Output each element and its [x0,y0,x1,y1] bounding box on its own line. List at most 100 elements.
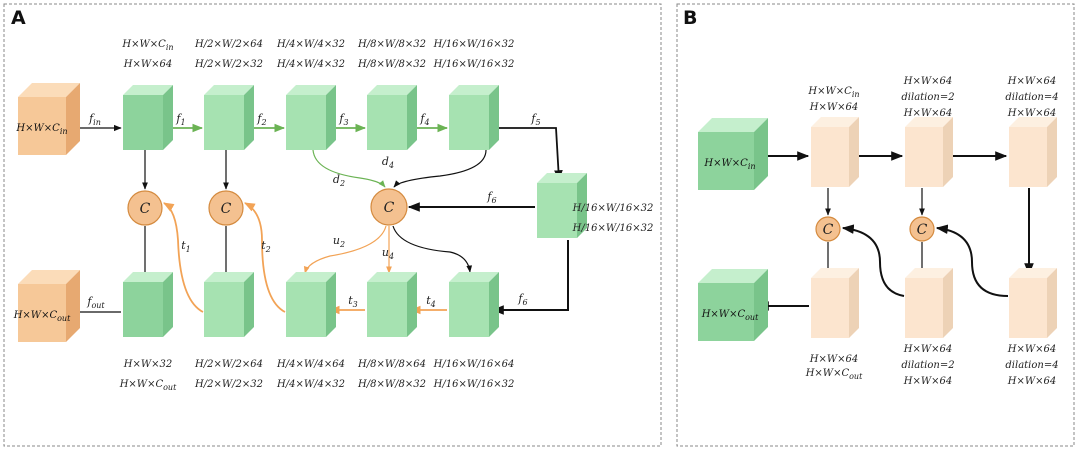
arrow-u2 [303,225,387,274]
arrow-t2 [244,202,286,313]
panel-b-title: B [683,7,697,29]
b-output-cube-label: H×W×Cout [701,309,759,322]
output-cube-label: H×W×Cout [13,310,71,323]
encoder-label-2-a: H/2×W/2×64 [194,39,263,50]
b-top-label-2-b: dilation=2 [901,92,954,103]
b-top-label-3-a: H×W×64 [1007,76,1056,87]
arrow-f5 [491,127,563,182]
b-top-block-3 [1009,117,1057,187]
concat-symbol: C [221,201,232,217]
arrow-concat3-dec5 [392,225,473,273]
b-top-label-2-a: H×W×64 [903,76,952,87]
label-u4: u4 [382,246,394,261]
b-top-block-1 [811,117,859,187]
bottleneck-block [537,173,587,238]
b-top-block-2 [905,117,953,187]
b-top-label-3-b: dilation=4 [1005,92,1058,103]
label-u2: u2 [333,234,345,249]
encoder-block-5 [449,85,499,150]
decoder-label-5-a: H/16×W/16×64 [433,359,515,370]
b-bottom-block-2 [905,268,953,338]
b-concat-circle-1: C [815,216,841,242]
concat-symbol: C [384,200,395,216]
arrow-d4 [393,149,487,188]
encoder-label-5-a: H/16×W/16×32 [433,39,515,50]
b-bottom-label-1-b: H×W×Cout [805,368,863,381]
encoder-label-2-b: H/2×W/2×32 [194,59,263,70]
encoder-block-2 [204,85,254,150]
label-t2: t2 [261,239,271,254]
b-bottom-label-2-b: dilation=2 [901,360,954,371]
b-bottom-label-3-a: H×W×64 [1007,344,1056,355]
b-output-cube [698,269,768,341]
decoder-block-1 [123,272,173,337]
panel-b-border [676,3,1075,447]
decoder-label-5-b: H/16×W/16×32 [433,379,515,390]
b-input-cube-label: H×W×Cin [703,158,755,171]
concat-symbol: C [823,222,834,238]
b-arrow-bottom2-concat1 [841,224,905,297]
concat-symbol: C [917,222,928,238]
panel-a-border [3,3,662,447]
arrow-f6-to-decoder [491,240,569,315]
b-top-label-1-b: H×W×64 [809,102,858,113]
block-layer: C C C C C [18,83,1057,342]
bottleneck-label-b: H/16×W/16×32 [572,223,654,234]
encoder-label-4-a: H/8×W/8×32 [357,39,426,50]
label-f4: f4 [419,112,429,127]
label-t1: t1 [181,239,191,254]
decoder-label-1-b: H×W×Cout [119,379,177,392]
label-d4: d4 [382,155,394,170]
decoder-block-3 [286,272,336,337]
encoder-label-1-a: H×W×Cin [121,39,173,52]
concat-circle-2: C [208,190,244,226]
encoder-label-3-a: H/4×W/4×32 [276,39,345,50]
concat-circle-1: C [127,190,163,226]
encoder-block-1 [123,85,173,150]
arrow-t1 [163,202,204,313]
panel-a-title: A [11,7,26,29]
output-cube [18,270,80,342]
concat-symbol: C [140,201,151,217]
input-cube-label: H×W×Cin [15,123,67,136]
label-f3: f3 [338,112,348,127]
arrow-d2 [312,149,386,188]
decoder-label-1-a: H×W×32 [123,359,172,370]
b-bottom-label-2-a: H×W×64 [903,344,952,355]
label-f5: f5 [530,112,540,127]
label-f6-concat: f6 [486,190,496,205]
decoder-label-3-b: H/4×W/4×32 [276,379,345,390]
decoder-label-4-a: H/8×W/8×64 [357,359,426,370]
b-top-label-3-c: H×W×64 [1007,108,1056,119]
encoder-label-5-b: H/16×W/16×32 [433,59,515,70]
b-bottom-label-1-a: H×W×64 [809,354,858,365]
encoder-block-4 [367,85,417,150]
decoder-block-5 [449,272,499,337]
b-bottom-block-1 [811,268,859,338]
decoder-block-2 [204,272,254,337]
b-bottom-label-3-b: dilation=4 [1005,360,1058,371]
label-t4: t4 [426,294,436,309]
encoder-label-1-b: H×W×64 [123,59,172,70]
label-f-in: fin [88,112,101,127]
decoder-label-2-a: H/2×W/2×64 [194,359,263,370]
label-f-out: fout [86,295,105,310]
label-t3: t3 [348,294,358,309]
label-f6-decoder: f6 [517,292,527,307]
decoder-block-4 [367,272,417,337]
b-concat-circle-2: C [909,216,935,242]
label-f1: f1 [175,112,185,127]
b-bottom-label-3-c: H×W×64 [1007,376,1056,387]
b-top-label-1-a: H×W×Cin [807,86,859,99]
b-top-label-2-c: H×W×64 [903,108,952,119]
label-f2: f2 [256,112,266,127]
label-layer: H×W×CinH×W×CoutH×W×CinH×W×64H/2×W/2×64H/… [13,39,1059,392]
concat-circle-3: C [370,188,408,226]
encoder-label-3-b: H/4×W/4×32 [276,59,345,70]
b-arrow-bottom3-concat2 [935,224,1009,297]
decoder-label-3-a: H/4×W/4×64 [276,359,345,370]
encoder-block-3 [286,85,336,150]
encoder-label-4-b: H/8×W/8×32 [357,59,426,70]
b-input-cube [698,118,768,190]
